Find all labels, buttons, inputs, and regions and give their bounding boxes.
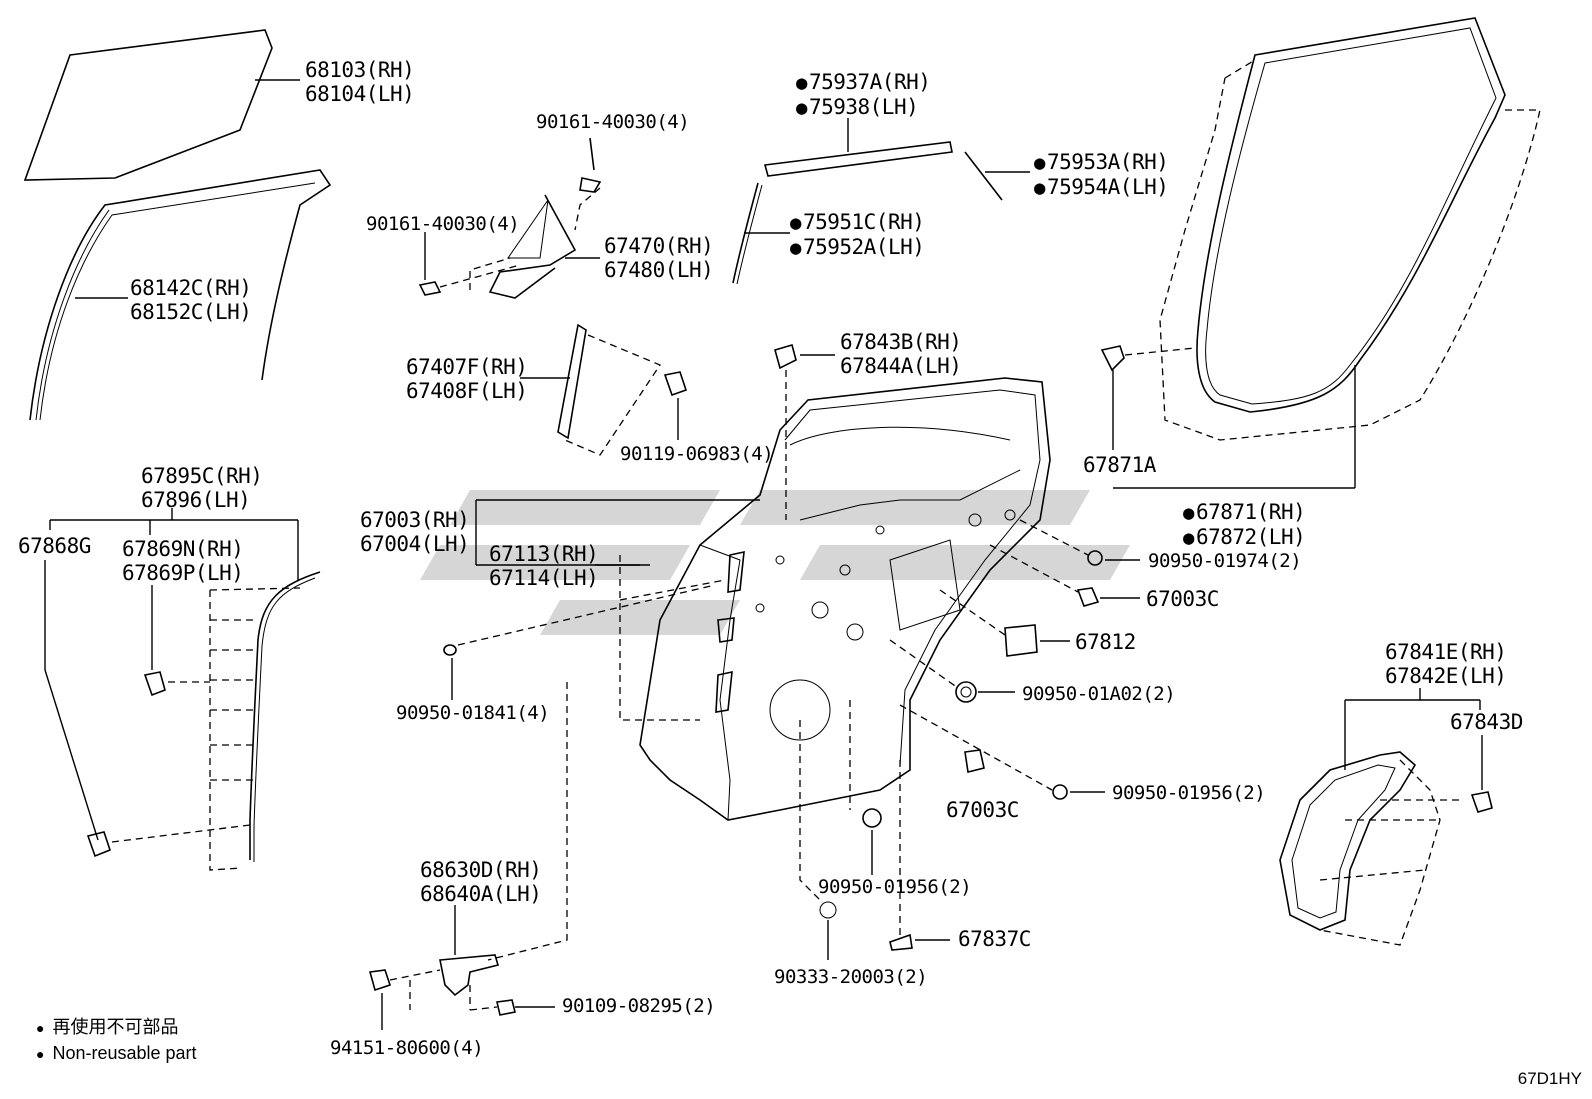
label-plug-90950-01956-center: 90950-01956(2) — [818, 876, 972, 898]
label-plug-90950-01956-right: 90950-01956(2) — [1112, 782, 1266, 804]
retainer-clip — [774, 344, 835, 520]
label-clip-67869: 67869N(RH)67869P(LH) — [122, 537, 244, 585]
quarter-window-frame — [418, 137, 602, 299]
belt-mouldings — [732, 118, 1030, 285]
label-door-panel: 67003(RH)67004(LH) — [360, 508, 470, 556]
service-hole-cover — [1279, 688, 1493, 946]
label-cushion-lower: 67003C — [946, 798, 1019, 822]
label-service-cover: 67841E(RH)67842E(LH) — [1385, 640, 1507, 688]
label-weatherstrip-main: 67871(RH)67872(LH) — [1183, 500, 1306, 550]
label-glass: 68103(RH)68104(LH) — [305, 58, 415, 106]
label-plug-90950-01a02: 90950-01A02(2) — [1022, 683, 1176, 705]
label-clip-67843d: 67843D — [1450, 710, 1523, 734]
label-screw-top: 90161-40030(4) — [536, 111, 690, 133]
label-screw-left: 90161-40030(4) — [366, 213, 520, 235]
label-clip-67871a: 67871A — [1083, 453, 1156, 477]
label-clip-67868g: 67868G — [18, 534, 91, 558]
label-plug-90333: 90333-20003(2) — [774, 966, 928, 988]
door-plugs — [443, 519, 1140, 960]
label-bolt-94151: 94151-80600(4) — [330, 1037, 484, 1059]
door-seal-harness — [44, 508, 321, 871]
label-clip-67837c: 67837C — [958, 927, 1031, 951]
label-seal-harness: 67895C(RH)67896(LH) — [141, 464, 263, 512]
label-retainer: 67843B(RH)67844A(LH) — [840, 330, 962, 378]
door-sash — [520, 323, 688, 456]
label-moulding-left: 75951C(RH)75952A(LH) — [790, 210, 925, 260]
diagram-code: 67D1HY — [1517, 1069, 1582, 1088]
label-bolt-sash: 90119-06983(4) — [620, 443, 774, 465]
door-shell — [475, 377, 1051, 935]
door-weatherstrip — [1100, 17, 1541, 489]
legend-english: ●Non-reusable part — [36, 1043, 197, 1063]
glass-run-channel — [29, 169, 332, 421]
bullet-icon: ● — [36, 1046, 45, 1062]
label-plug-90950-01974: 90950-01974(2) — [1148, 550, 1302, 572]
label-moulding-top: 75937A(RH)75938(LH) — [796, 70, 931, 120]
door-hinge — [368, 682, 568, 1030]
label-bolt-90109: 90109-08295(2) — [562, 995, 716, 1017]
door-glass — [23, 29, 300, 181]
label-run-channel: 68142C(RH)68152C(LH) — [130, 276, 252, 324]
legend-japanese: ●再使用不可部品 — [36, 1017, 179, 1037]
label-quarter-frame: 67470(RH)67480(LH) — [604, 234, 714, 282]
label-hinge: 68630D(RH)68640A(LH) — [420, 858, 542, 906]
label-plug-90950-01841: 90950-01841(4) — [396, 702, 550, 724]
label-cover-67812: 67812 — [1075, 630, 1136, 654]
label-cushion-upper: 67003C — [1146, 587, 1219, 611]
label-inner-panel: 67113(RH)67114(LH) — [489, 542, 599, 590]
label-sash: 67407F(RH)67408F(LH) — [406, 355, 528, 403]
label-moulding-right: 75953A(RH)75954A(LH) — [1034, 150, 1169, 200]
watermark-logo — [420, 490, 1130, 635]
bullet-icon: ● — [36, 1020, 45, 1036]
